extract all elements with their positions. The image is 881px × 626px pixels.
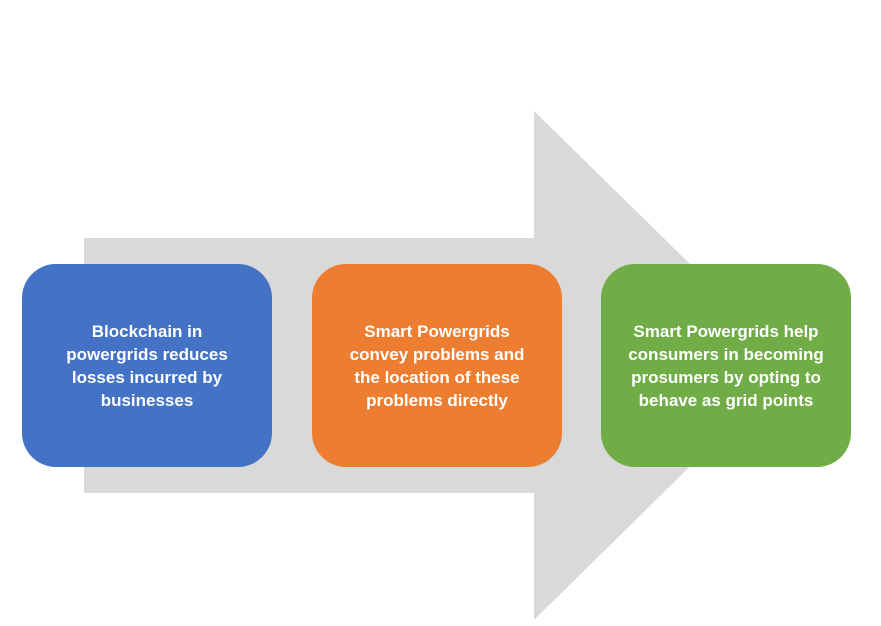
step-box-3: Smart Powergrids help consumers in becom… [601,264,851,467]
step-box-2: Smart Powergrids convey problems and the… [312,264,562,467]
step-text-2: Smart Powergrids convey problems and the… [349,321,525,410]
step-text-3: Smart Powergrids help consumers in becom… [628,321,824,410]
step-box-1: Blockchain in powergrids reduces losses … [22,264,272,467]
step-text-1: Blockchain in powergrids reduces losses … [66,321,228,410]
